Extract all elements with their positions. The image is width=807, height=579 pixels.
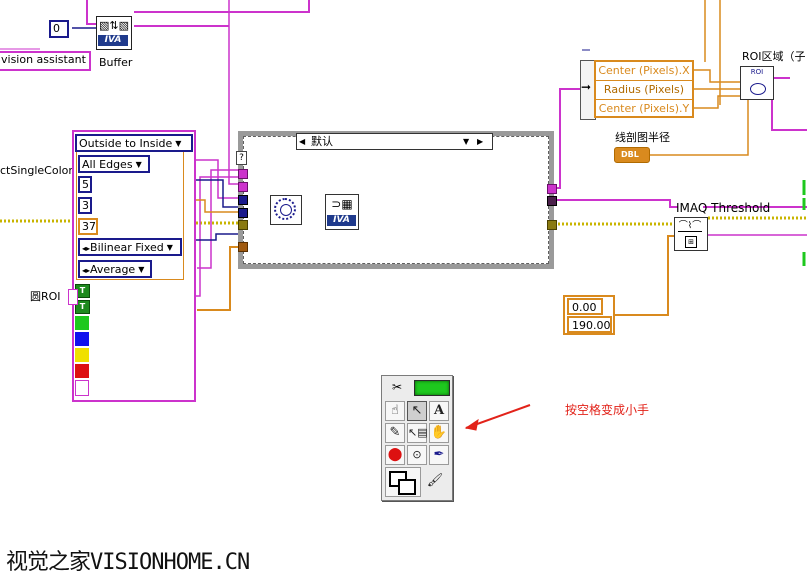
case-prev-icon[interactable]: ◀ xyxy=(299,137,306,146)
cluster-field-center-x: Center (Pixels).X xyxy=(596,62,692,81)
color-box-blue[interactable] xyxy=(75,332,89,346)
roi-vi-icon[interactable]: ROI xyxy=(740,66,774,100)
vision-assistant-label: vision assistant xyxy=(0,51,91,71)
color-box-green[interactable] xyxy=(75,316,89,330)
tunnel xyxy=(547,196,557,206)
scroll-window-icon[interactable]: ✋ xyxy=(429,423,449,443)
tunnel xyxy=(547,184,557,194)
circle-cluster[interactable]: Center (Pixels).X Radius (Pixels) Center… xyxy=(594,60,694,118)
tunnel xyxy=(238,208,248,218)
edges-ring[interactable]: All Edges▼ xyxy=(78,155,150,173)
circle-roi-terminal xyxy=(68,289,78,305)
param-value-3[interactable]: 37 xyxy=(78,218,98,235)
imaq-threshold-vi-icon[interactable]: ⌒⌇⌒ ⊞ xyxy=(674,217,708,251)
dropdown-arrow-icon: ▼ xyxy=(166,243,173,252)
profile-radius-label: 线剖图半径 xyxy=(615,131,670,144)
auto-tool-indicator xyxy=(414,380,450,396)
direction-ring[interactable]: Outside to Inside▼ xyxy=(75,134,193,152)
param-value-2[interactable]: 3 xyxy=(78,197,92,214)
select-single-color-label: ctSingleColor xyxy=(0,164,73,177)
cluster-field-center-y: Center (Pixels).Y xyxy=(598,102,690,115)
interpolation-ring[interactable]: ◂▸Bilinear Fixed▼ xyxy=(78,238,182,256)
tunnel xyxy=(238,195,248,205)
tunnel xyxy=(238,220,248,230)
connect-wire-icon[interactable]: ✎ xyxy=(385,423,405,443)
threshold-range-icon: ⊞ xyxy=(685,236,697,248)
tunnel xyxy=(238,242,248,252)
get-color-icon[interactable]: ✒ xyxy=(429,445,449,465)
image-copy-vi-icon[interactable]: ⊃▦ IVA xyxy=(325,194,359,230)
annotation-text: 按空格变成小手 xyxy=(565,403,650,417)
watermark-text: 视觉之家VISIONHOME.CN xyxy=(6,550,250,575)
method-ring[interactable]: ◂▸Average▼ xyxy=(78,260,152,278)
circle-roi-label: 圆ROI xyxy=(30,290,61,303)
dropdown-arrow-icon: ▼ xyxy=(138,265,145,274)
buffer-icon-glyph: ▧⇅▧ xyxy=(99,19,130,32)
case-selector-terminal: ? xyxy=(236,151,247,165)
circular-mask-vi-icon[interactable] xyxy=(270,195,302,225)
color-box-yellow[interactable] xyxy=(75,348,89,362)
case-next-icon[interactable]: ▶ xyxy=(477,137,484,146)
tools-palette: ✂ ☝ ↖ A ✎ ↖▤ ✋ ⬤ ⊙ ✒ 🖌 xyxy=(381,375,453,501)
iva-tag: IVA xyxy=(98,35,128,46)
case-selector-value: 默认 xyxy=(311,135,333,148)
color-box-white[interactable] xyxy=(75,380,89,396)
set-color-icon[interactable] xyxy=(385,467,421,497)
direction-value: Outside to Inside xyxy=(79,137,173,150)
iva-tag: IVA xyxy=(327,215,356,226)
bg-color-swatch xyxy=(398,479,416,495)
tunnel xyxy=(547,220,557,230)
roi-region-label: ROI区域（子 xyxy=(742,50,806,63)
sun-burst-icon xyxy=(274,198,296,220)
dbl-tag: DBL xyxy=(621,150,639,159)
method-value: Average xyxy=(90,263,136,276)
paint-brush-icon[interactable]: 🖌 xyxy=(426,473,444,488)
threshold-lower-value[interactable]: 0.00 xyxy=(567,298,603,315)
boolean-constant-2[interactable]: T xyxy=(75,300,90,314)
param-value-1[interactable]: 5 xyxy=(78,176,92,193)
edges-value: All Edges xyxy=(82,158,133,171)
edit-text-icon[interactable]: A xyxy=(429,401,449,421)
imaq-threshold-label: IMAQ Threshold xyxy=(676,201,771,215)
tunnel xyxy=(238,169,248,179)
auto-tool-selection-icon[interactable]: ✂ xyxy=(391,380,403,394)
threshold-graph-icon: ⌒⌇⌒ xyxy=(678,221,702,232)
set-clear-breakpoint-icon[interactable]: ⬤ xyxy=(385,445,405,465)
cluster-field-radius: Radius (Pixels) xyxy=(596,81,692,100)
boolean-constant-1[interactable]: T xyxy=(75,284,90,298)
roi-icon-text: ROI xyxy=(750,68,764,76)
buffer-label: Buffer xyxy=(99,56,133,69)
dropdown-arrow-icon: ▼ xyxy=(135,160,142,169)
probe-data-icon[interactable]: ⊙ xyxy=(407,445,427,465)
object-shortcut-menu-icon[interactable]: ↖▤ xyxy=(407,423,428,443)
dropdown-arrow-icon: ▼ xyxy=(175,139,182,148)
bundle-arrow-icon: ➞ xyxy=(581,80,592,94)
interpolation-value: Bilinear Fixed xyxy=(90,241,164,254)
image-glyph: ⊃▦ xyxy=(331,197,353,211)
sun-core-icon xyxy=(280,204,292,216)
buffer-index-constant[interactable]: 0 xyxy=(49,20,69,38)
ring-arrows-icon: ◂▸ xyxy=(82,244,91,253)
threshold-upper-value[interactable]: 190.00 xyxy=(567,316,612,333)
ring-arrows-icon: ◂▸ xyxy=(82,266,91,275)
dbl-terminal[interactable]: DBL xyxy=(614,147,650,163)
operate-value-icon[interactable]: ☝ xyxy=(385,401,405,421)
buffer-vi-icon[interactable]: ▧⇅▧ IVA xyxy=(96,16,132,50)
case-dropdown-icon[interactable]: ▼ xyxy=(463,137,470,146)
circle-roi-icon xyxy=(750,83,766,95)
color-box-red[interactable] xyxy=(75,364,89,378)
position-select-icon[interactable]: ↖ xyxy=(407,401,427,421)
tunnel xyxy=(238,182,248,192)
case-selector[interactable]: ◀ 默认 ▼ ▶ xyxy=(296,133,493,150)
